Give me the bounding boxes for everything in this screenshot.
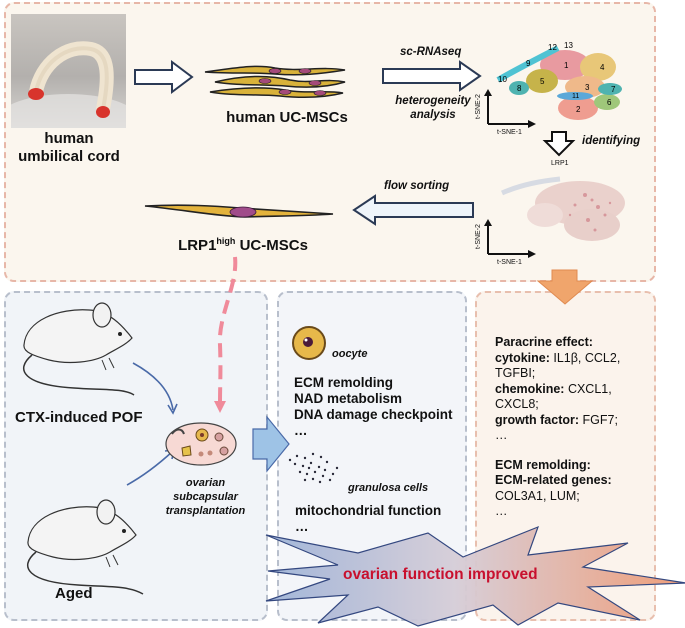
cluster-label-8: 8 bbox=[517, 84, 522, 93]
paracrine-title: Paracrine effect: bbox=[495, 335, 593, 349]
oocyte-item: NAD metabolism bbox=[294, 391, 403, 406]
tsne-y-label-1: t-SNE-2 bbox=[474, 94, 482, 119]
scrna-label: sc-RNAseq bbox=[400, 46, 462, 58]
tsne-x-label-2: t-SNE-1 bbox=[497, 259, 522, 266]
x-axis-arrowhead bbox=[528, 120, 536, 128]
growth-factor-key: growth factor: bbox=[495, 412, 580, 427]
granulosa-label: granulosa cells bbox=[348, 482, 429, 494]
lrp1-plot-title: LRP1 bbox=[551, 160, 569, 167]
cluster-11 bbox=[557, 92, 593, 100]
cluster-8 bbox=[509, 81, 529, 95]
identifying-label: identifying bbox=[582, 135, 641, 147]
cluster-label-2: 2 bbox=[576, 105, 581, 114]
ovary-label: ovarian subcapsular transplantation bbox=[163, 476, 248, 518]
cluster-4 bbox=[580, 53, 616, 81]
cluster-label-13: 13 bbox=[564, 41, 573, 50]
granulosa-items: mitochondrial function … bbox=[295, 503, 441, 535]
chemokine-key: chemokine: bbox=[495, 381, 565, 396]
ellipsis: … bbox=[495, 504, 508, 518]
tsne-x-label-1: t-SNE-1 bbox=[497, 129, 522, 136]
result-starburst bbox=[265, 525, 685, 627]
granulosa-item: mitochondrial function bbox=[295, 503, 442, 518]
cluster-5 bbox=[526, 69, 558, 93]
cluster-label-1: 1 bbox=[564, 61, 569, 70]
flow-sorting-arrow-icon bbox=[352, 194, 474, 226]
aged-mouse-icon bbox=[26, 499, 144, 595]
heterogeneity-line1: heterogeneity bbox=[395, 95, 471, 107]
cluster-label-12: 12 bbox=[548, 43, 557, 52]
cluster-2 bbox=[558, 96, 598, 120]
growth-factor-line: growth factor: FGF7; bbox=[495, 413, 655, 429]
lrp1-high-label: LRP1high UC-MSCs bbox=[168, 236, 318, 254]
cluster-label-7: 7 bbox=[611, 85, 616, 94]
lrp1-feature-plot bbox=[500, 176, 625, 241]
chemokine-value: CXCL1, bbox=[564, 381, 612, 396]
ctx-pof-label: CTX-induced POF bbox=[15, 409, 143, 426]
granulosa-item: … bbox=[295, 519, 309, 534]
paracrine-text: Paracrine effect: cytokine: IL1β, CCL2, … bbox=[495, 335, 655, 520]
growth-factor-value: FGF7; bbox=[579, 412, 618, 427]
ovary-label-line1: ovarian bbox=[185, 477, 226, 489]
orange-down-arrow-icon bbox=[536, 269, 594, 305]
oocyte-label: oocyte bbox=[332, 348, 368, 360]
oocyte-item: … bbox=[294, 423, 308, 438]
cluster-label-4: 4 bbox=[600, 63, 605, 72]
oocyte-item: ECM remolding bbox=[294, 375, 394, 390]
cluster-label-3: 3 bbox=[585, 83, 590, 92]
result-label: ovarian function improved bbox=[343, 566, 538, 583]
lrp1-high-cell-icon bbox=[144, 204, 334, 218]
cord-label: human umbilical cord bbox=[8, 130, 130, 166]
flow-sorting-label: flow sorting bbox=[384, 180, 450, 192]
ovary-label-line3: transplantation bbox=[165, 505, 246, 517]
cluster-7 bbox=[598, 83, 622, 95]
msc-cells-icon bbox=[204, 65, 346, 98]
cluster-label-6: 6 bbox=[607, 98, 612, 107]
umbilical-cord-icon bbox=[11, 41, 126, 128]
oocyte-item: DNA damage checkpoint bbox=[294, 407, 453, 422]
chemokine-line: chemokine: CXCL1, bbox=[495, 382, 655, 398]
ecm-genes-value: COL3A1, LUM; bbox=[495, 488, 580, 503]
lrp1-high-sup: high bbox=[216, 236, 236, 246]
right-arrow-icon bbox=[134, 60, 194, 94]
blue-right-arrow-icon bbox=[252, 415, 290, 473]
tsne-axes-2 bbox=[484, 219, 536, 258]
granulosa-cells-icon bbox=[288, 452, 339, 484]
tsne-cluster-plot: 1 2 3 4 5 6 7 8 9 10 11 12 13 bbox=[496, 41, 622, 120]
cluster-label-5: 5 bbox=[540, 77, 545, 86]
ctx-mouse-icon bbox=[22, 302, 135, 396]
ellipsis: … bbox=[495, 428, 508, 442]
oocyte-icon bbox=[292, 326, 326, 360]
pink-dashed-arrow-icon bbox=[214, 256, 238, 413]
ovary-icon bbox=[165, 422, 237, 466]
arrow-from-pof bbox=[132, 362, 174, 411]
cytokine-key: cytokine: bbox=[495, 350, 550, 365]
cord-label-line2: umbilical cord bbox=[18, 148, 120, 165]
lrp1-high-prefix: LRP1 bbox=[178, 237, 217, 254]
oocyte-items: ECM remolding NAD metabolism DNA damage … bbox=[294, 375, 453, 439]
umbilical-cord-photo bbox=[11, 14, 126, 128]
cluster-6 bbox=[594, 94, 620, 110]
aged-label: Aged bbox=[55, 585, 93, 602]
heterogeneity-label: heterogeneity analysis bbox=[388, 94, 478, 122]
cytokine-value-cont: TGFBI; bbox=[495, 366, 536, 380]
cluster-label-11: 11 bbox=[572, 93, 579, 100]
scrna-arrow-icon bbox=[382, 60, 482, 92]
cytokine-line: cytokine: IL1β, CCL2, bbox=[495, 351, 655, 367]
heterogeneity-line2: analysis bbox=[410, 109, 456, 121]
chemokine-value-cont: CXCL8; bbox=[495, 397, 539, 411]
cluster-9-10-12 bbox=[496, 45, 560, 83]
mscs-label: human UC-MSCs bbox=[226, 109, 348, 126]
lrp1-high-suffix: UC-MSCs bbox=[235, 237, 308, 254]
ecm-title: ECM remolding: bbox=[495, 457, 591, 472]
ovary-label-line2: subcapsular bbox=[173, 491, 238, 503]
cluster-label-9: 9 bbox=[526, 59, 531, 68]
y-axis-arrowhead bbox=[484, 89, 492, 96]
ecm-genes-key: ECM-related genes: bbox=[495, 473, 612, 487]
tsne-y-label-2: t-SNE-2 bbox=[474, 224, 482, 249]
down-arrow-icon bbox=[542, 131, 576, 157]
cluster-label-10: 10 bbox=[498, 75, 507, 84]
tsne-axes-1 bbox=[484, 89, 536, 128]
cytokine-value: IL1β, CCL2, bbox=[549, 350, 621, 365]
cord-label-line1: human bbox=[44, 130, 94, 147]
